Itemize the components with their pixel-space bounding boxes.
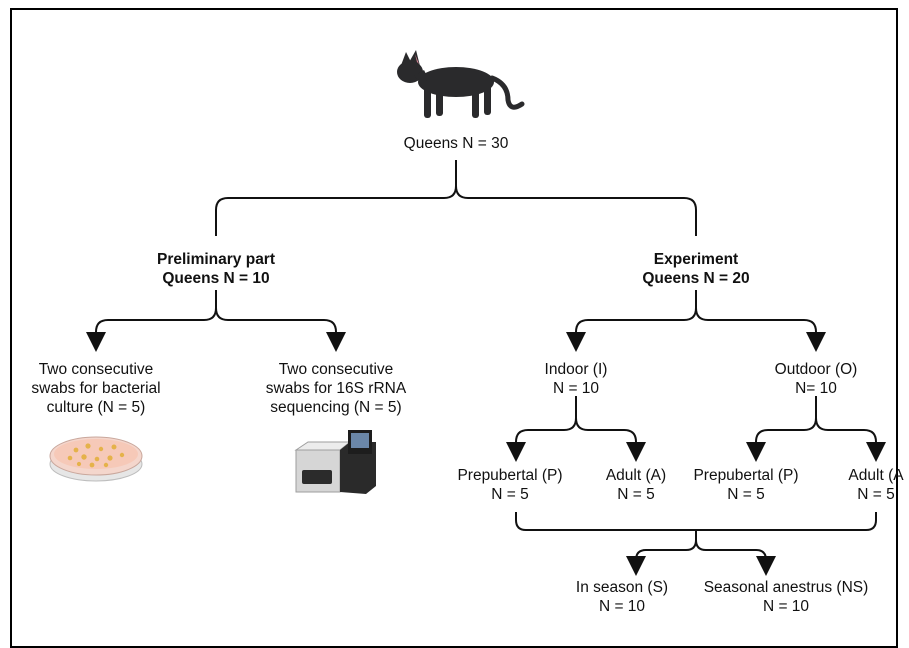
indoor-prepubertal-line1: Prepubertal (P)	[457, 467, 563, 484]
anestrus-line2: N = 10	[762, 598, 810, 615]
experiment-count: Queens N = 20	[642, 270, 750, 287]
preliminary-title: Preliminary part	[156, 251, 276, 268]
culture-line1: Two consecutive	[38, 361, 154, 378]
preliminary-label: Preliminary part Queens N = 10	[157, 250, 275, 288]
root-count: Queens N = 30	[403, 135, 509, 152]
anestrus-label: Seasonal anestrus (NS) N = 10	[704, 578, 869, 616]
in-season-label: In season (S) N = 10	[576, 578, 668, 616]
outdoor-line2: N= 10	[795, 380, 837, 397]
sequencing-line1: Two consecutive	[278, 361, 394, 378]
culture-label: Two consecutive swabs for bacterial cult…	[31, 360, 160, 417]
indoor-adult-line1: Adult (A)	[605, 467, 667, 484]
indoor-label: Indoor (I) N = 10	[545, 360, 608, 398]
outdoor-prepubertal-line1: Prepubertal (P)	[693, 467, 799, 484]
petri-dish-icon	[49, 436, 143, 482]
outdoor-prepubertal-label: Prepubertal (P) N = 5	[693, 466, 798, 504]
experiment-label: Experiment Queens N = 20	[642, 250, 749, 288]
outdoor-line1: Outdoor (O)	[774, 361, 858, 378]
connector-lines	[86, 160, 886, 576]
outdoor-label: Outdoor (O) N= 10	[775, 360, 858, 398]
culture-line2: swabs for bacterial	[31, 380, 161, 397]
indoor-line1: Indoor (I)	[544, 361, 608, 378]
root-label: Queens N = 30	[404, 134, 509, 153]
indoor-adult-line2: N = 5	[617, 486, 655, 503]
indoor-line2: N = 10	[552, 380, 600, 397]
sequencing-label: Two consecutive swabs for 16S rRNA seque…	[266, 360, 406, 417]
cat-icon	[397, 50, 525, 118]
sequencer-icon	[294, 430, 376, 494]
sequencing-line2: swabs for 16S rRNA	[265, 380, 407, 397]
in-season-line2: N = 10	[598, 598, 646, 615]
sequencing-line3: sequencing (N = 5)	[270, 399, 402, 416]
outdoor-adult-line1: Adult (A	[848, 467, 904, 484]
experiment-title: Experiment	[653, 251, 739, 268]
preliminary-count: Queens N = 10	[162, 270, 270, 287]
outdoor-adult-line2: N = 5	[857, 486, 895, 503]
indoor-prepubertal-line2: N = 5	[491, 486, 529, 503]
indoor-prepubertal-label: Prepubertal (P) N = 5	[457, 466, 562, 504]
culture-line3: culture (N = 5)	[46, 399, 146, 416]
in-season-line1: In season (S)	[575, 579, 669, 596]
outdoor-adult-label: Adult (A N = 5	[848, 466, 903, 504]
anestrus-line1: Seasonal anestrus (NS)	[703, 579, 869, 596]
outdoor-prepubertal-line2: N = 5	[727, 486, 765, 503]
indoor-adult-label: Adult (A) N = 5	[606, 466, 666, 504]
